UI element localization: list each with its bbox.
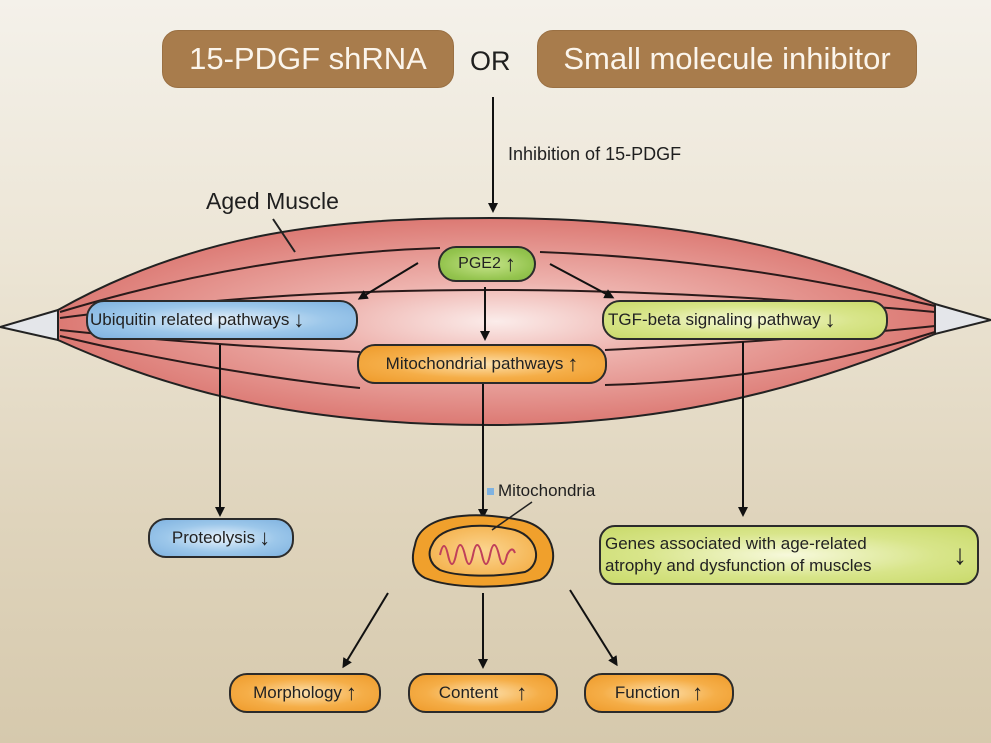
muscle-body — [57, 216, 936, 427]
node-pge2: PGE2 ↑ — [438, 246, 536, 282]
function-label: Function — [614, 683, 681, 702]
ubiquitin-label: Ubiquitin related pathways — [90, 310, 290, 329]
up-arrow-icon: ↑ — [567, 351, 579, 376]
right-tendon — [934, 302, 991, 336]
down-arrow-icon: ↓ — [293, 307, 305, 332]
genes-line-2: atrophy and dysfunction of muscles — [605, 556, 872, 575]
left-tendon — [0, 308, 59, 342]
mitochondria-label: Mitochondria — [498, 481, 596, 500]
genes-line-1: Genes associated with age-related — [605, 534, 867, 553]
node-function: Function ↑ — [584, 673, 734, 713]
morphology-label: Morphology — [253, 683, 342, 702]
node-proteolysis: Proteolysis ↓ — [148, 518, 294, 558]
genes-text: Genes associated with age-related atroph… — [605, 533, 871, 577]
treatment-shrna: 15-PDGF shRNA — [162, 30, 454, 88]
inhibition-label: Inhibition of 15-PDGF — [508, 144, 682, 164]
node-genes: Genes associated with age-related atroph… — [599, 525, 979, 585]
node-content: Content ↑ — [408, 673, 558, 713]
up-arrow-icon: ↑ — [504, 251, 516, 276]
up-arrow-icon: ↑ — [692, 680, 704, 705]
aged-muscle-label: Aged Muscle — [206, 188, 339, 214]
down-arrow-icon: ↓ — [824, 307, 836, 332]
down-arrow-icon: ↓ — [259, 525, 271, 550]
node-mitochondrial-pathways: Mitochondrial pathways ↑ — [357, 344, 607, 384]
or-connector: OR — [470, 46, 511, 76]
up-arrow-icon: ↑ — [345, 680, 357, 705]
aged-muscle-leader — [272, 218, 296, 253]
arrow-pge2-ubiquitin — [357, 262, 419, 300]
treatment-small-molecule: Small molecule inhibitor — [537, 30, 917, 88]
arrow-mito-morphology — [342, 592, 389, 669]
node-morphology: Morphology ↑ — [229, 673, 381, 713]
down-arrow-icon: ↓ — [953, 539, 967, 570]
pge2-label: PGE2 — [458, 255, 501, 272]
tgf-beta-label: TGF-beta signaling pathway — [608, 310, 821, 329]
mitochondrial-pathways-label: Mitochondrial pathways — [385, 354, 564, 373]
up-arrow-icon: ↑ — [516, 680, 528, 705]
mitochondrion-icon — [411, 488, 554, 588]
content-label: Content — [438, 683, 499, 702]
proteolysis-label: Proteolysis — [171, 528, 256, 547]
node-ubiquitin: Ubiquitin related pathways ↓ — [86, 300, 358, 340]
arrow-pge2-tgf — [549, 263, 615, 299]
pathway-arrows — [215, 97, 748, 669]
arrow-mito-function — [569, 589, 618, 667]
node-tgf-beta: TGF-beta signaling pathway ↓ — [602, 300, 888, 340]
